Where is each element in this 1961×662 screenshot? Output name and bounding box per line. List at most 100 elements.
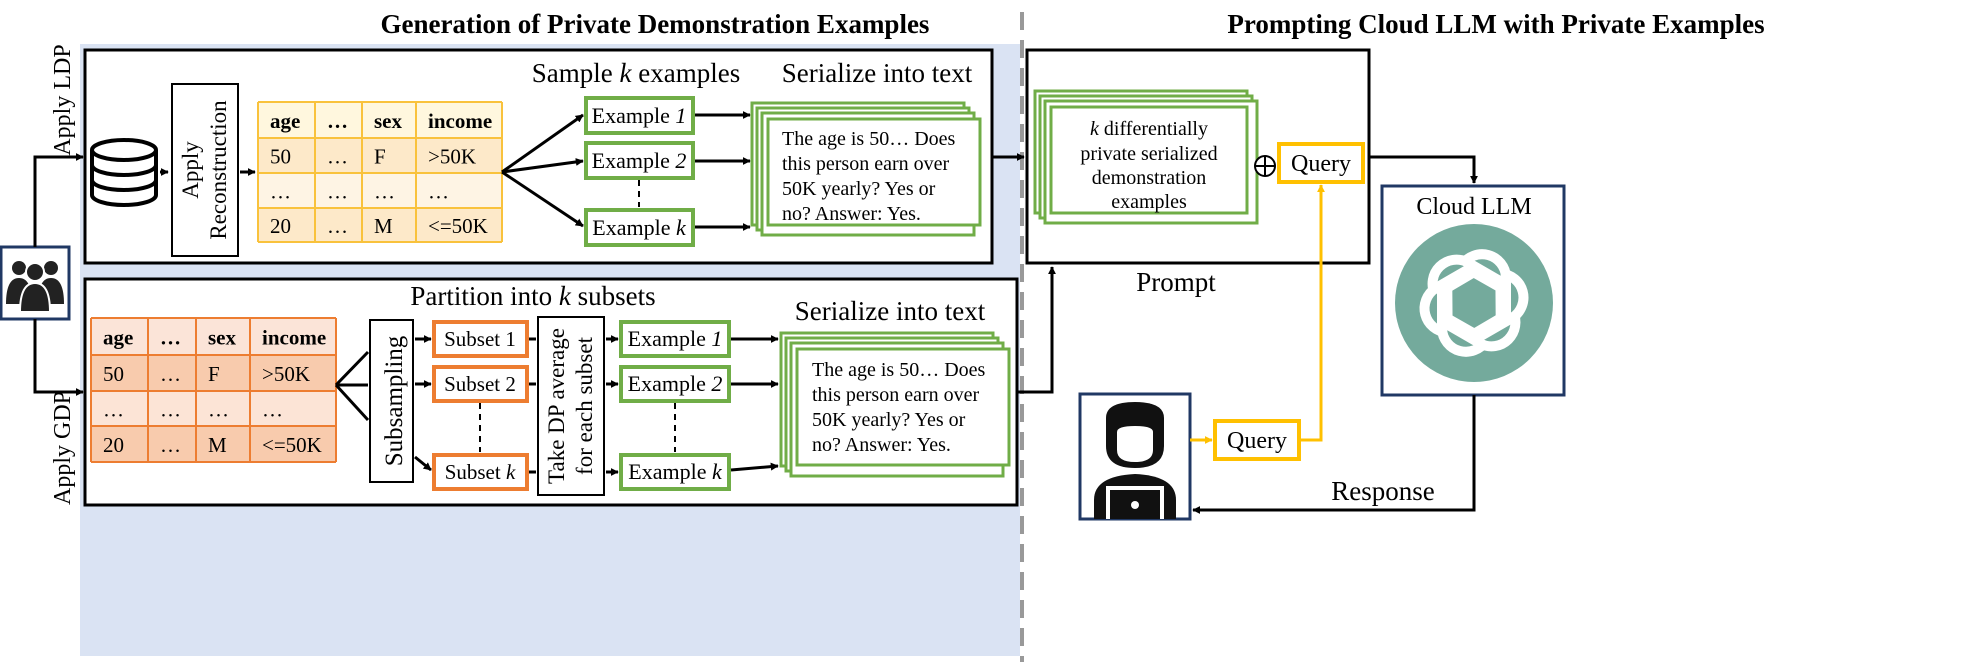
ldp-table-header-row — [258, 102, 502, 138]
svg-text:Example 1: Example 1 — [592, 103, 687, 128]
gdp-table-cell: F — [208, 362, 220, 386]
svg-text:no? Answer: Yes.: no? Answer: Yes. — [782, 203, 921, 225]
gdp-exk-arrow — [730, 462, 779, 472]
svg-text:Query: Query — [1227, 428, 1287, 454]
ldp-table-cell: … — [428, 180, 449, 204]
prompt-to-llm-arrow — [1369, 155, 1478, 184]
gdp-table-header-row — [91, 318, 336, 355]
cloud-llm-label: Cloud LLM — [1416, 194, 1531, 220]
gdp-fan-1 — [334, 350, 370, 387]
apply-reconstruction-box — [171, 83, 239, 257]
ldp-serialized-stack: The age is 50… Does this person earn ove… — [750, 101, 982, 237]
ldp-table-row — [258, 173, 502, 208]
gdp-serialized-stack: The age is 50… Does this person earn ove… — [779, 331, 1011, 478]
ldp-table-header-cell: sex — [374, 109, 402, 133]
svg-text:Example 2: Example 2 — [592, 148, 687, 173]
ldp-table-header-cell: … — [327, 109, 348, 133]
gdp-table-header-cell: sex — [208, 326, 236, 350]
ldp-example-k: Example k — [584, 208, 695, 247]
svg-text:Example 2: Example 2 — [628, 371, 723, 396]
subsampling-label: Subsampling — [381, 335, 408, 466]
gdp-example-2: Example 2 — [619, 365, 731, 403]
response-label: Response — [1331, 476, 1435, 506]
ldp-table-cell: … — [270, 180, 291, 204]
fan-arrow-2 — [501, 158, 584, 174]
left-heading: Generation of Private Demonstration Exam… — [381, 9, 930, 39]
gdp-table-cell: … — [160, 433, 181, 457]
ldp-table-cell: F — [374, 145, 386, 169]
ldp-table-cell: <=50K — [428, 214, 488, 238]
ldp-table-cell: … — [327, 180, 348, 204]
ldp-example-1: Example 1 — [584, 96, 695, 135]
gdp-table-header-cell: age — [103, 326, 133, 350]
gdp-serialize-title: Serialize into text — [795, 296, 986, 326]
svg-text:Example 1: Example 1 — [628, 326, 723, 351]
svg-text:50K yearly? Yes or: 50K yearly? Yes or — [812, 409, 966, 431]
gdp-branch-arrow — [33, 319, 84, 396]
ldp-serialize-title: Serialize into text — [782, 58, 973, 88]
subset-k: Subset k — [432, 453, 529, 491]
svg-text:The age is 50… Does: The age is 50… Does — [812, 359, 986, 381]
svg-text:this person earn over: this person earn over — [782, 153, 950, 175]
people-group-icon — [0, 245, 71, 321]
prompt-label: Prompt — [1136, 267, 1216, 297]
ldp-table-cell: 50 — [270, 145, 291, 169]
svg-text:private serialized: private serialized — [1080, 143, 1217, 165]
reconstruction-line-2: Reconstruction — [206, 100, 231, 240]
gdp-table-cell: … — [103, 398, 124, 422]
database-icon — [90, 138, 158, 207]
ldp-table-cell: 20 — [270, 214, 291, 238]
oplus-icon — [1254, 155, 1276, 177]
dp-average-line-2: for each subset — [572, 336, 597, 475]
subset-2: Subset 2 — [432, 365, 529, 403]
svg-text:Subset 1: Subset 1 — [444, 327, 516, 351]
gdp-to-prompt-arrow — [1017, 266, 1056, 394]
gdp-example-k: Example k — [619, 453, 731, 491]
gdp-table-cell: M — [208, 433, 227, 457]
gdp-table-cell: >50K — [262, 362, 310, 386]
ldp-table-row — [258, 208, 502, 242]
fan-arrow-k — [501, 170, 584, 228]
fan-arrow-1 — [501, 113, 584, 174]
ldp-table-cell: >50K — [428, 145, 476, 169]
ldp-table-cell: … — [327, 145, 348, 169]
ldp-data-table: age … sex income 50 … F >50K … … … … 20 … M <=50K — [257, 101, 503, 243]
openai-logo-icon — [1395, 224, 1553, 382]
gdp-table-cell: 20 — [103, 433, 124, 457]
ldp-table-row — [258, 138, 502, 173]
dp-average-line-1: Take DP average — [544, 328, 569, 484]
subset-1: Subset 1 — [432, 320, 529, 358]
gdp-table-cell: … — [160, 398, 181, 422]
gdp-table-cell: … — [208, 398, 229, 422]
gdp-fan-3 — [334, 383, 370, 422]
ldp-table-cell: M — [374, 214, 393, 238]
gdp-table-header-cell: income — [262, 326, 326, 350]
svg-text:Subset k: Subset k — [445, 460, 516, 484]
dp-average-box — [537, 316, 605, 496]
user-laptop-icon — [1078, 392, 1192, 521]
prompt-query-box: Query — [1277, 142, 1365, 184]
svg-text:no? Answer: Yes.: no? Answer: Yes. — [812, 434, 951, 456]
svg-text:examples: examples — [1111, 191, 1187, 213]
right-heading: Prompting Cloud LLM with Private Example… — [1227, 9, 1764, 39]
gdp-table-cell: … — [262, 398, 283, 422]
svg-text:Subset 2: Subset 2 — [444, 372, 516, 396]
reconstruction-line-1: Apply — [178, 141, 203, 199]
gdp-table-cell: <=50K — [262, 433, 322, 457]
ldp-table-cell: … — [327, 214, 348, 238]
query-to-prompt-arrow — [1300, 184, 1325, 442]
gdp-table-header-cell: … — [160, 326, 181, 350]
ldp-table-header-cell: income — [428, 109, 492, 133]
svg-text:The age is 50… Does: The age is 50… Does — [782, 128, 956, 150]
sample-k-title: Sample k examples — [532, 58, 740, 88]
ldp-table-header-cell: age — [270, 109, 300, 133]
svg-text:Example k: Example k — [592, 215, 687, 240]
svg-text:50K yearly? Yes or: 50K yearly? Yes or — [782, 178, 936, 200]
gdp-example-1: Example 1 — [619, 320, 731, 358]
gdp-table-row — [91, 426, 336, 462]
response-arrow — [1192, 395, 1476, 514]
gdp-table-cell: 50 — [103, 362, 124, 386]
ldp-table-cell: … — [374, 180, 395, 204]
